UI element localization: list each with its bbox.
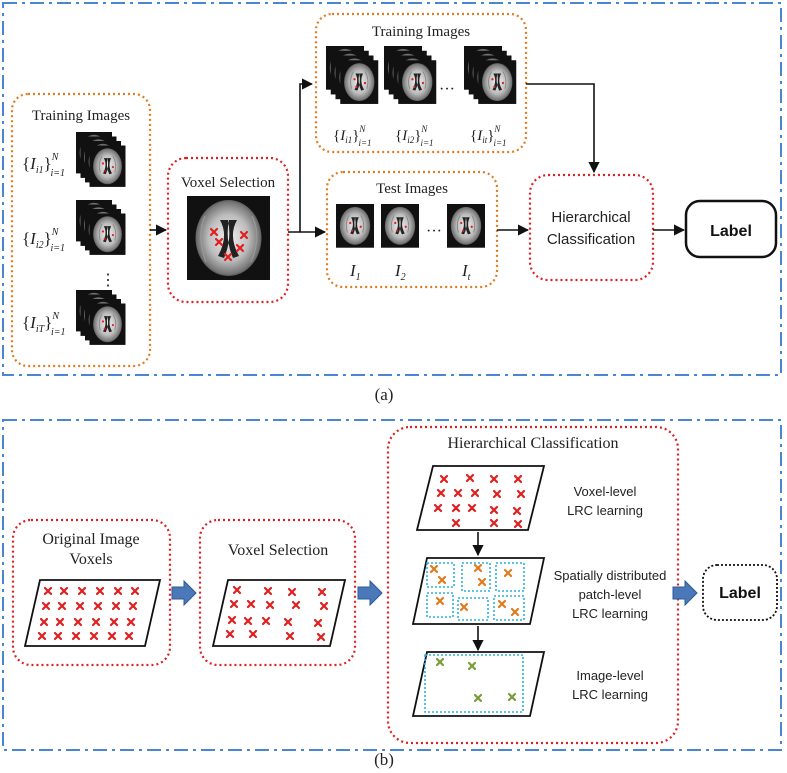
image-level-plane	[411, 651, 546, 717]
block-arrow-3	[672, 580, 698, 606]
arrow-train-to-hier	[526, 83, 600, 174]
label-box-a	[684, 199, 778, 259]
vertical-ellipsis: ⋮	[100, 272, 116, 289]
patch-boxes	[426, 562, 525, 621]
voxel-selection-title-b: Voxel Selection	[228, 542, 329, 559]
svg-text:{Ii1}Ni=1: {Ii1}Ni=1	[22, 152, 65, 179]
image-level-line1: Image-level	[576, 668, 643, 683]
caption-b: (b)	[374, 750, 394, 769]
voxel-selection-brain	[187, 196, 270, 280]
hierarchical-line2-a: Classification	[547, 231, 635, 248]
original-line2: Voxels	[69, 551, 112, 568]
arrow-voxel-branch	[288, 78, 314, 233]
test-label-2: I2	[394, 261, 406, 283]
hierarchical-line1-a: Hierarchical	[551, 209, 630, 226]
voxel-level-line1: Voxel-level	[574, 484, 637, 499]
patch-level-line1: Spatially distributed	[554, 568, 667, 583]
hierarchical-box-a	[528, 173, 655, 282]
block-arrow-2	[357, 580, 383, 606]
image-level-box	[424, 654, 524, 713]
original-plane	[23, 579, 162, 647]
panel-a-frame	[2, 2, 782, 376]
test-images-title: Test Images	[376, 181, 448, 197]
test-ellipsis: ···	[426, 223, 442, 240]
hierarchical-box-b	[386, 425, 680, 745]
training-images-top-box	[314, 12, 528, 154]
test-images-box	[325, 170, 499, 289]
patch-level-plane	[411, 557, 546, 625]
panel-b-frame	[2, 419, 782, 751]
voxel-level-line2: LRC learning	[567, 503, 643, 518]
original-line1: Original Image	[42, 531, 139, 548]
training-images-top-title: Training Images	[372, 24, 470, 40]
block-arrow-1	[171, 580, 197, 606]
caption-a: (a)	[375, 385, 394, 404]
original-voxels-box	[11, 518, 172, 667]
voxel-selection-title-a: Voxel Selection	[181, 175, 276, 191]
voxel-selection-box-b	[198, 518, 357, 667]
label-text-a: Label	[710, 223, 752, 240]
svg-text:{Ii2}Ni=1: {Ii2}Ni=1	[22, 227, 65, 254]
voxel-selection-plane	[211, 579, 347, 647]
patch-level-line3: LRC learning	[572, 606, 648, 621]
voxel-level-plane	[415, 465, 546, 531]
training-top-ellipsis: ···	[439, 81, 455, 98]
patch-level-line2: patch-level	[579, 587, 642, 602]
svg-text:{IiT}Ni=1: {IiT}Ni=1	[22, 311, 66, 338]
label-box-b	[702, 564, 778, 621]
test-label-t: It	[461, 261, 471, 283]
hierarchical-title-b: Hierarchical Classification	[447, 435, 618, 452]
training-images-left-title: Training Images	[32, 108, 130, 124]
image-level-line2: LRC learning	[572, 687, 648, 702]
label-text-b: Label	[719, 585, 761, 602]
test-label-1: I1	[349, 261, 361, 283]
voxel-selection-box-a	[166, 156, 290, 304]
